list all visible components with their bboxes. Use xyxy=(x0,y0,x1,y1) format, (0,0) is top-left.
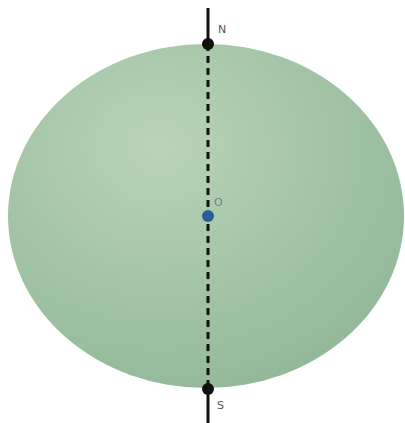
pole-point xyxy=(202,383,214,395)
point-label: N xyxy=(218,24,226,36)
pole-point xyxy=(202,38,214,50)
sphere xyxy=(8,44,404,388)
point-label: S xyxy=(217,400,224,412)
point-label: O xyxy=(214,197,223,209)
center-point xyxy=(202,210,214,222)
